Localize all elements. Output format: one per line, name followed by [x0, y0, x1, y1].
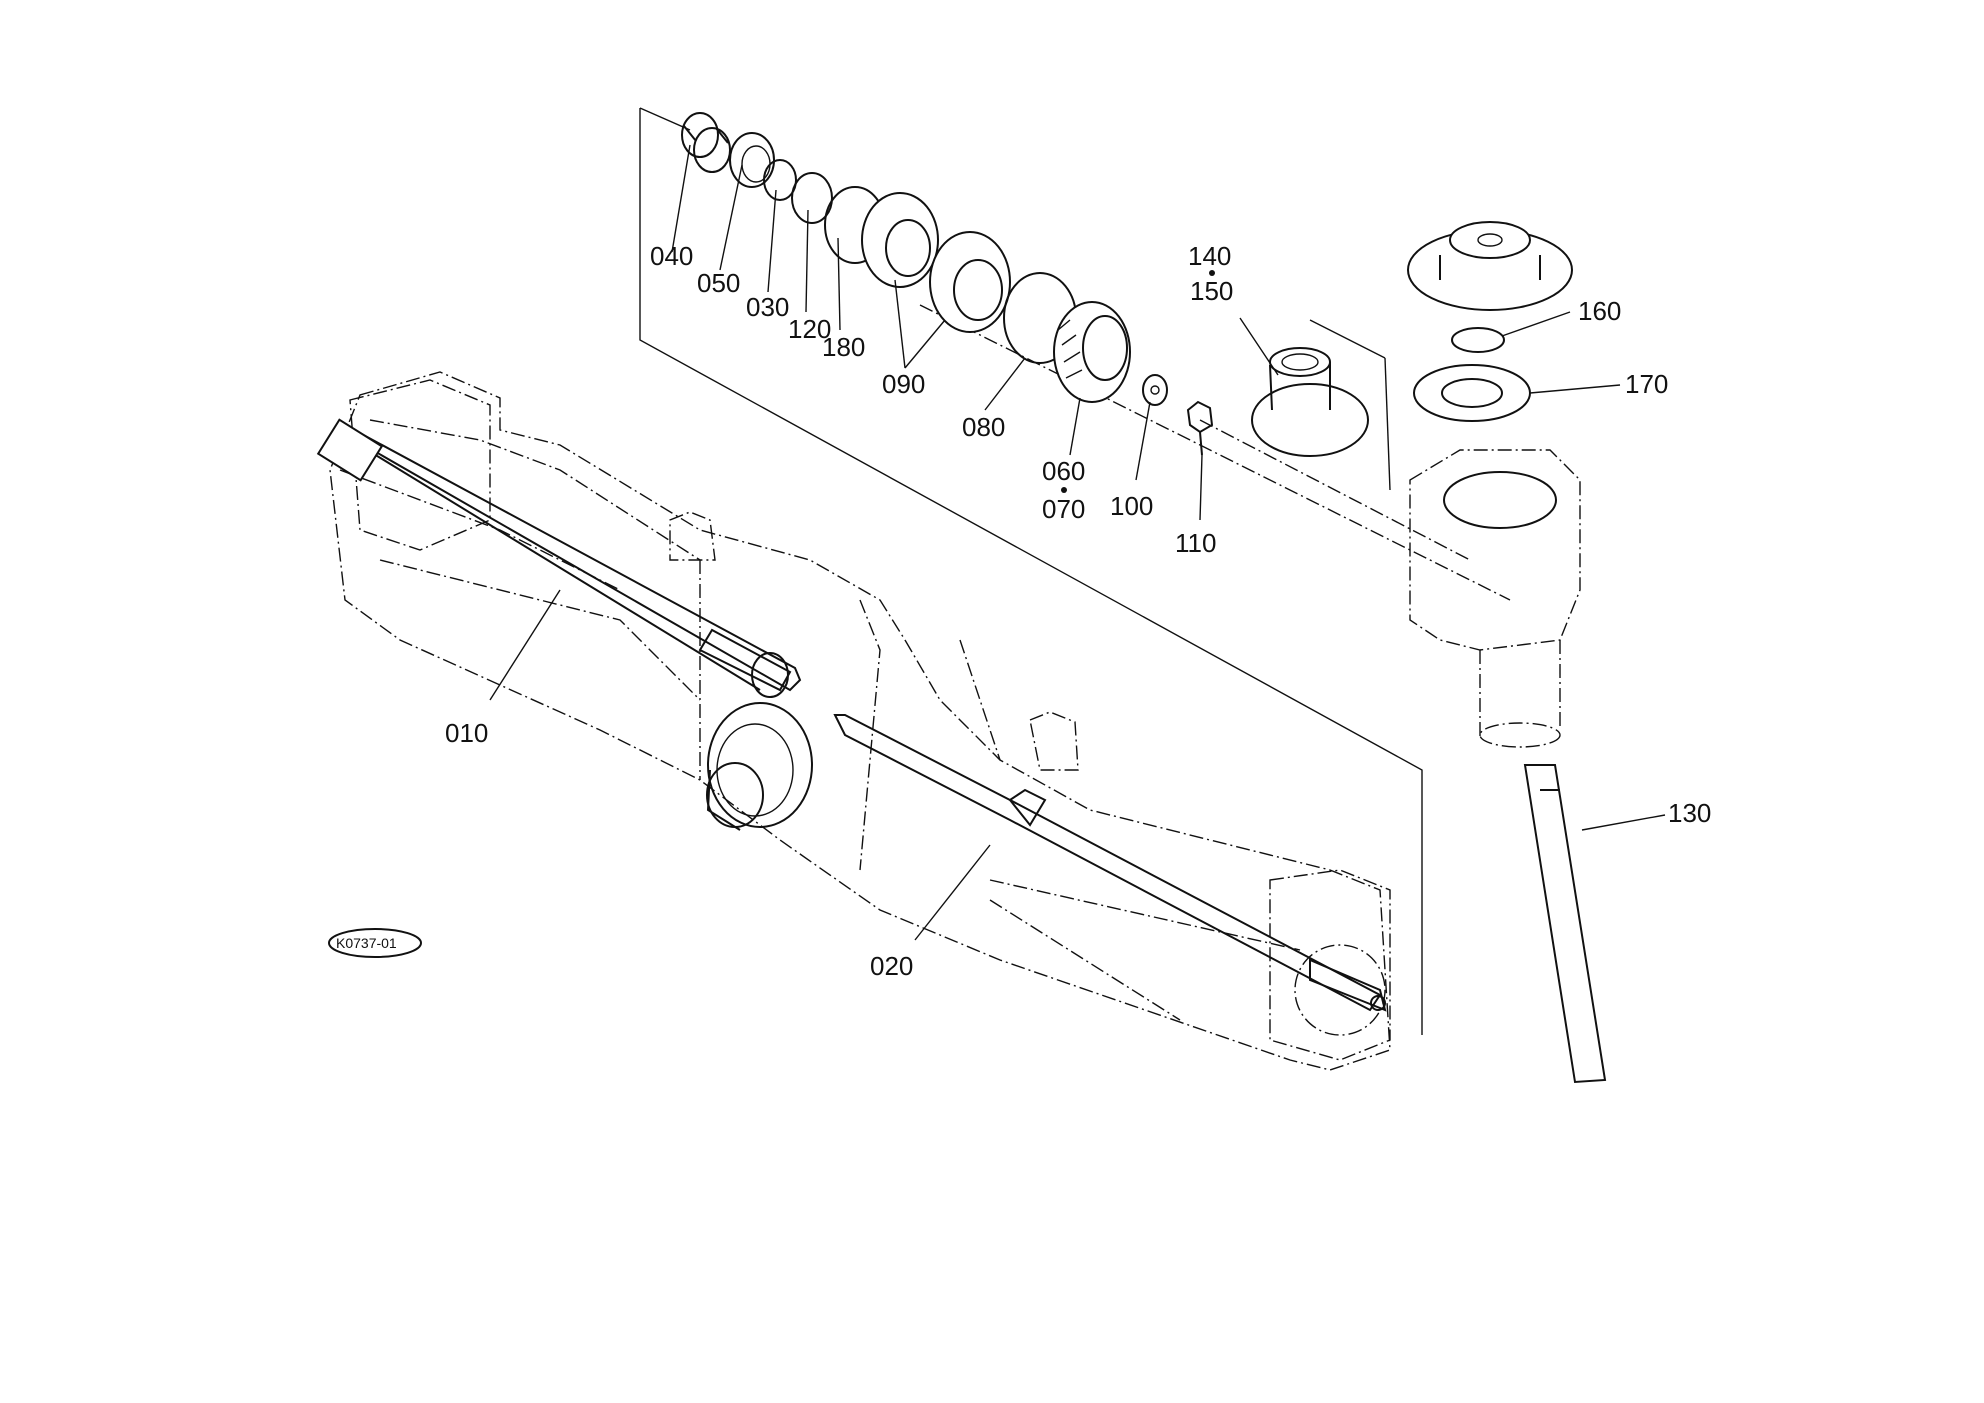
explode-frame — [639, 107, 1511, 1035]
label-150: 150 — [1190, 276, 1233, 306]
label-110: 110 — [1175, 528, 1216, 558]
label-100: 100 — [1110, 491, 1153, 521]
part-050-seal — [729, 132, 775, 188]
separator-dot-060-070 — [1061, 487, 1067, 493]
part-110-bolt — [1186, 400, 1214, 456]
label-140: 140 — [1188, 241, 1231, 271]
label-080: 080 — [962, 412, 1005, 442]
part-170-bearing — [1413, 364, 1531, 422]
part-100-washer — [1142, 374, 1168, 406]
drawing-code-badge: K0737-01 — [328, 928, 422, 958]
label-040: 040 — [650, 241, 693, 271]
label-130: 130 — [1668, 798, 1711, 828]
label-060: 060 — [1042, 456, 1085, 486]
part-040-collar — [681, 112, 731, 173]
part-140-150-pinion-gear — [1251, 347, 1369, 457]
separator-dot-140-150 — [1209, 270, 1215, 276]
part-160-snap-ring — [1451, 327, 1505, 353]
label-070: 070 — [1042, 494, 1085, 524]
leader-lines — [489, 144, 1666, 941]
callout-labels: 040 050 030 120 180 090 080 060 070 100 … — [445, 241, 1711, 981]
part-130-shaft — [1523, 764, 1607, 1084]
part-060-bevel-gear — [1053, 301, 1131, 403]
part-120-shim — [791, 172, 833, 224]
part-kingpin-housing — [1409, 449, 1581, 748]
label-170: 170 — [1625, 369, 1668, 399]
label-050: 050 — [697, 268, 740, 298]
part-090-bearings — [861, 192, 1011, 333]
axle-housing — [329, 371, 1391, 1071]
label-120: 120 — [788, 314, 831, 344]
drawing-code: K0737-01 — [336, 935, 397, 951]
axle-shaft-010 — [316, 418, 802, 692]
label-030: 030 — [746, 292, 789, 322]
label-160: 160 — [1578, 296, 1621, 326]
label-180: 180 — [822, 332, 865, 362]
part-030-snap-ring — [763, 159, 797, 201]
label-020: 020 — [870, 951, 913, 981]
part-flange-top — [1407, 221, 1573, 311]
axle-shaft-020 — [833, 714, 1387, 1012]
label-010: 010 — [445, 718, 488, 748]
label-090: 090 — [882, 369, 925, 399]
